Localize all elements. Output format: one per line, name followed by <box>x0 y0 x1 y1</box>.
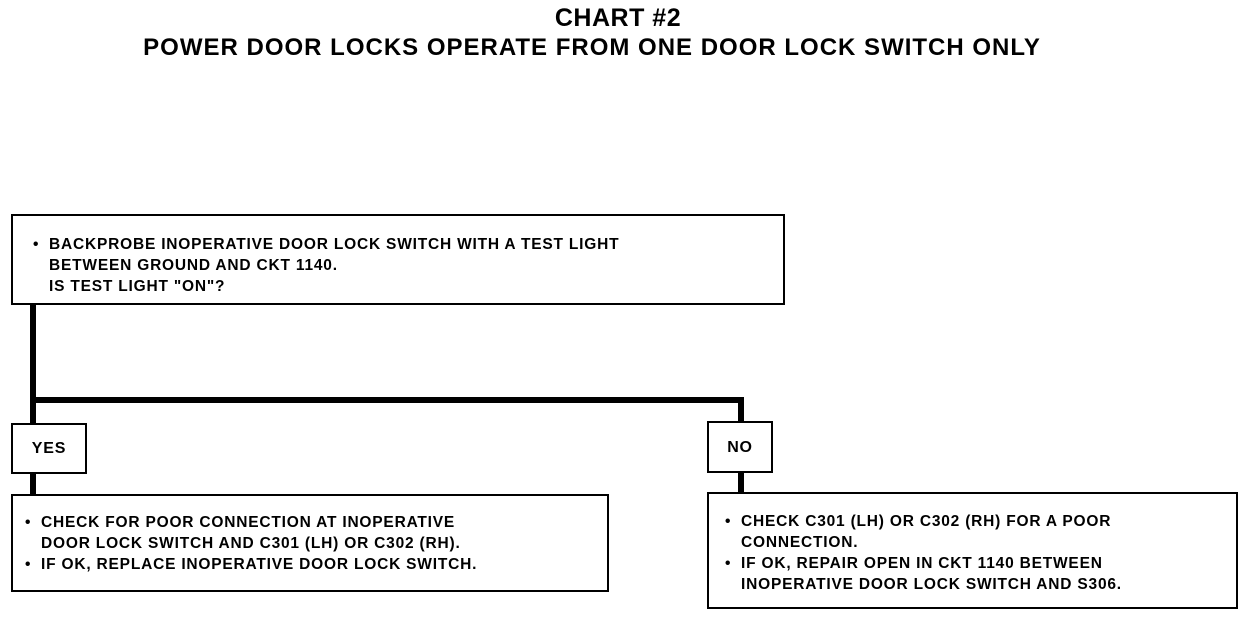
bullet-glyph: • <box>33 236 40 253</box>
chart-subtitle: POWER DOOR LOCKS OPERATE FROM ONE DOOR L… <box>143 34 1041 61</box>
yes-action-box: • CHECK FOR POOR CONNECTION AT INOPERATI… <box>11 494 609 592</box>
bullet-glyph: • <box>725 555 732 572</box>
yes-action-item: • CHECK FOR POOR CONNECTION AT INOPERATI… <box>25 512 599 554</box>
no-action-item: • CHECK C301 (LH) OR C302 (RH) FOR A POO… <box>725 511 1228 553</box>
question-prompt: IS TEST LIGHT "ON"? <box>49 278 226 295</box>
yes-action-text: CHECK FOR POOR CONNECTION AT INOPERATIVE… <box>41 514 461 552</box>
connector-split-to-no <box>738 400 744 422</box>
connector-split-to-yes <box>30 400 36 424</box>
connector-question-to-split <box>30 305 36 405</box>
question-list-item: • BACKPROBE INOPERATIVE DOOR LOCK SWITCH… <box>33 234 773 276</box>
yes-label: YES <box>31 440 67 457</box>
bullet-glyph: • <box>725 513 732 530</box>
chart-title: CHART #2 <box>554 4 682 32</box>
yes-label-box: YES <box>11 423 87 474</box>
question-instruction: BACKPROBE INOPERATIVE DOOR LOCK SWITCH W… <box>49 236 620 274</box>
connector-yes-to-action <box>30 473 36 495</box>
bullet-glyph: • <box>25 556 32 573</box>
no-label: NO <box>727 438 753 456</box>
yes-action-item: • IF OK, REPLACE INOPERATIVE DOOR LOCK S… <box>25 554 599 575</box>
connector-no-to-action <box>738 472 744 493</box>
bullet-glyph: • <box>25 514 32 531</box>
connector-horizontal-split <box>30 397 744 403</box>
no-action-box: • CHECK C301 (LH) OR C302 (RH) FOR A POO… <box>707 492 1238 609</box>
no-action-text: CHECK C301 (LH) OR C302 (RH) FOR A POOR … <box>741 513 1112 551</box>
yes-action-text: IF OK, REPLACE INOPERATIVE DOOR LOCK SWI… <box>41 556 478 573</box>
no-action-item: • IF OK, REPAIR OPEN IN CKT 1140 BETWEEN… <box>725 553 1228 595</box>
no-action-text: IF OK, REPAIR OPEN IN CKT 1140 BETWEEN I… <box>741 555 1122 593</box>
question-box: • BACKPROBE INOPERATIVE DOOR LOCK SWITCH… <box>11 214 785 305</box>
no-label-box: NO <box>707 421 773 473</box>
